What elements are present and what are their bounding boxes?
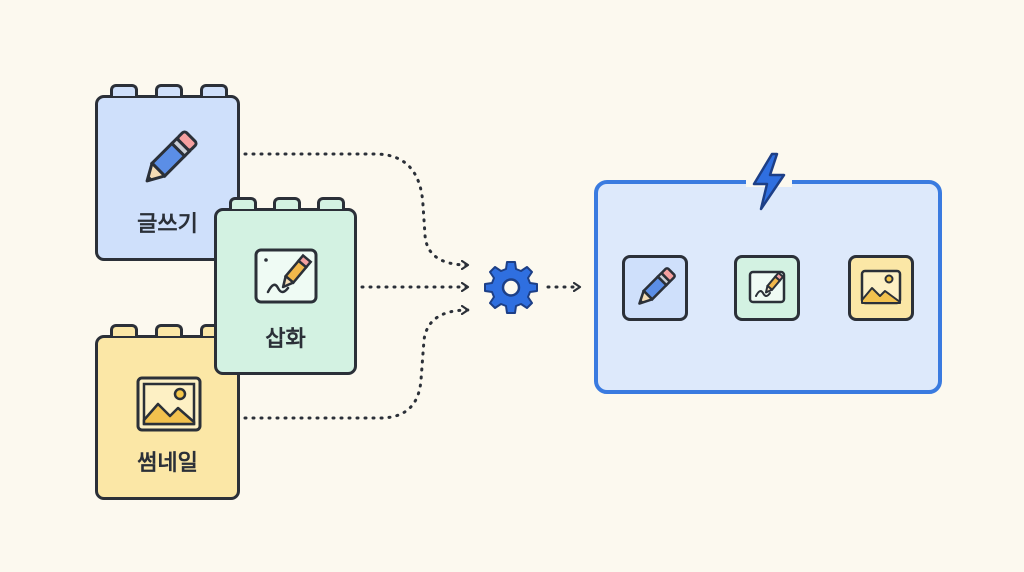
block-stud bbox=[155, 324, 183, 336]
block-stud bbox=[273, 197, 301, 209]
pencil-icon bbox=[145, 130, 198, 183]
image-icon bbox=[860, 269, 902, 305]
block-thumbnail-label: 썸네일 bbox=[137, 451, 198, 476]
block-stud bbox=[155, 84, 183, 96]
connector-writing-to-hub bbox=[243, 152, 470, 265]
block-stud bbox=[110, 84, 138, 96]
lightning-bolt-icon bbox=[746, 152, 792, 211]
block-illustration: 삽화 bbox=[214, 197, 357, 375]
pencil-icon bbox=[638, 267, 676, 305]
block-stud bbox=[317, 197, 345, 209]
block-stud bbox=[110, 324, 138, 336]
block-writing-label: 글쓰기 bbox=[137, 212, 198, 237]
block-stud bbox=[200, 84, 228, 96]
image-icon bbox=[136, 376, 202, 432]
pipeline-step-illustration bbox=[734, 255, 800, 321]
drawing-icon bbox=[254, 248, 318, 304]
block-stud bbox=[229, 197, 257, 209]
connector-thumbnail-to-hub bbox=[243, 310, 470, 420]
pipeline-step-writing bbox=[622, 255, 688, 321]
gear-icon bbox=[484, 261, 538, 314]
block-writing: 글쓰기 bbox=[95, 84, 240, 261]
pipeline-step-thumbnail bbox=[848, 255, 914, 321]
block-illustration-label: 삽화 bbox=[265, 327, 306, 352]
drawing-icon bbox=[748, 270, 786, 304]
